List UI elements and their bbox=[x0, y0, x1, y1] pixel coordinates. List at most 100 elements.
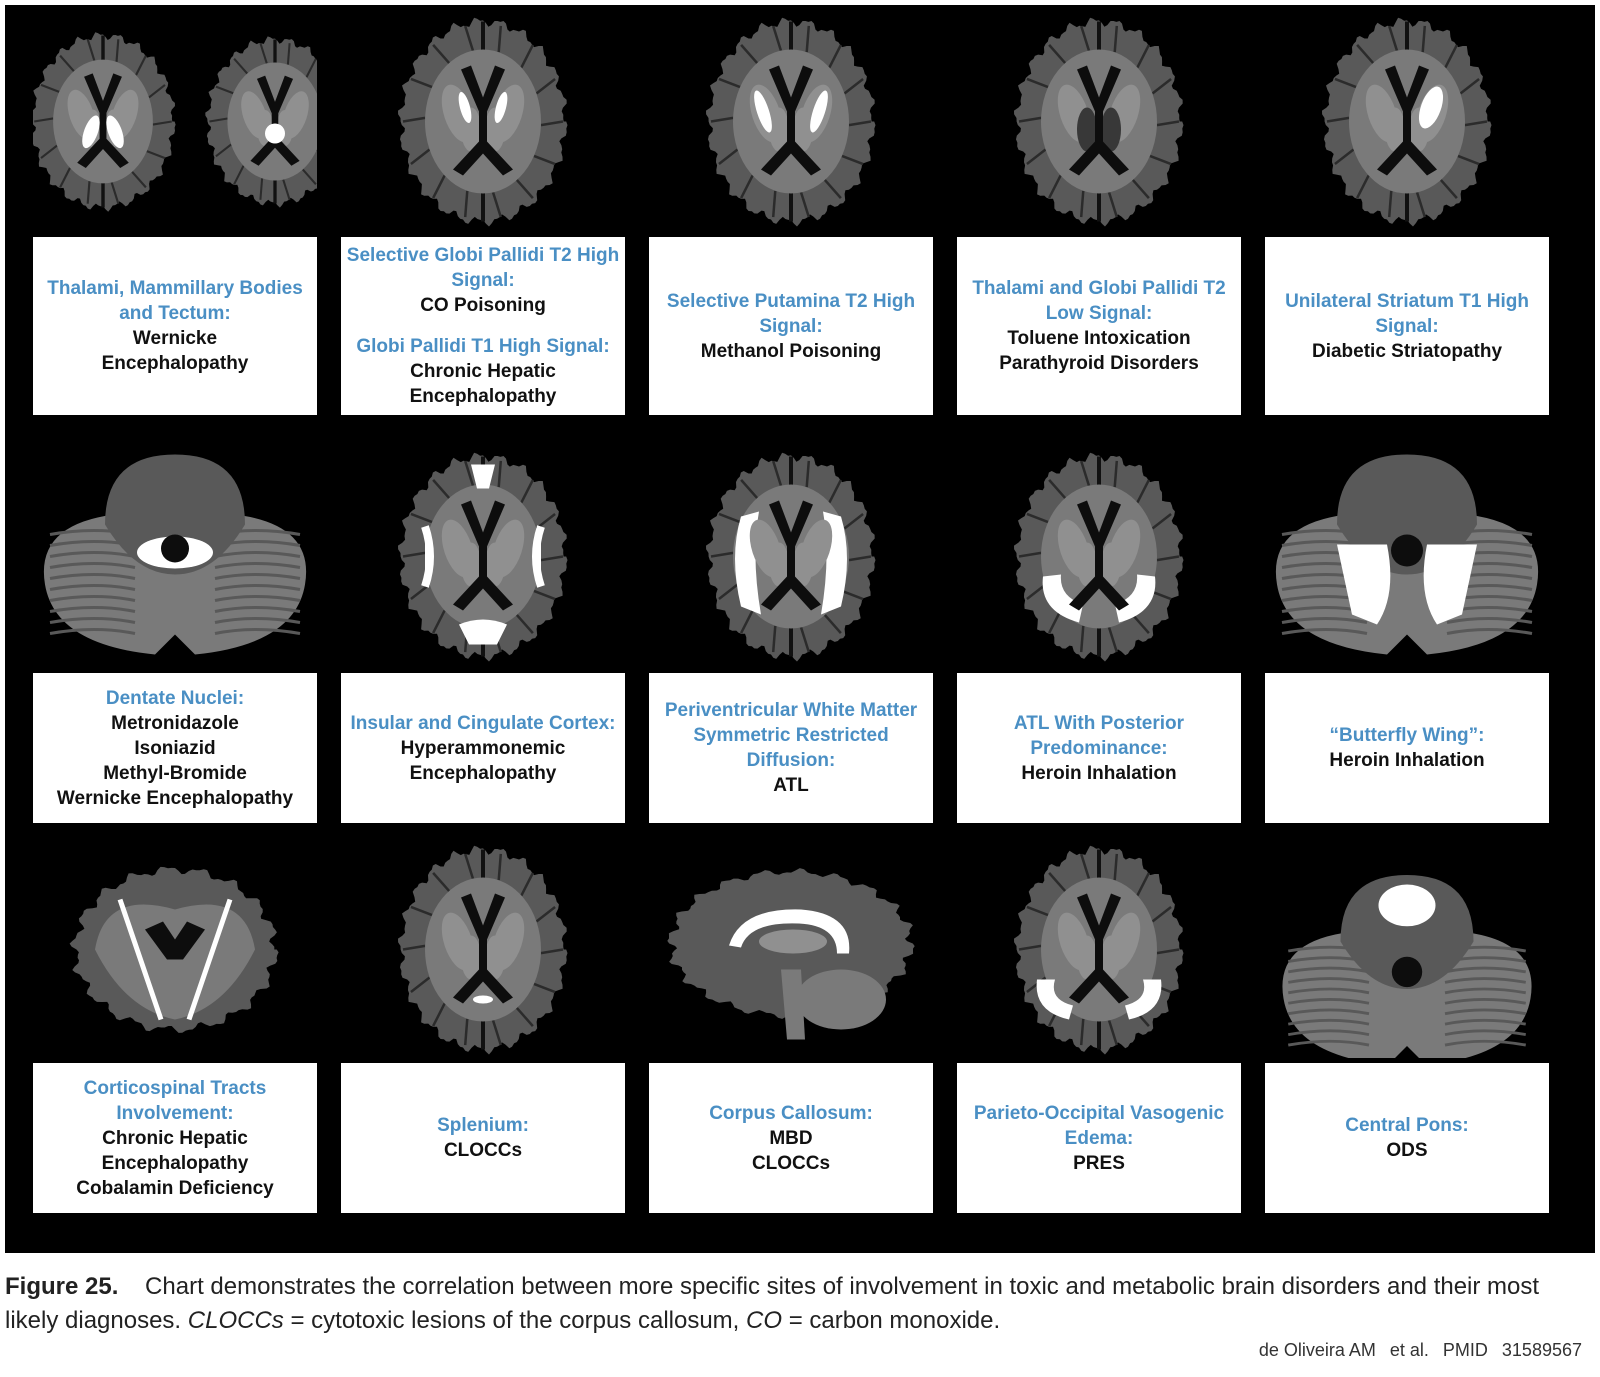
sulcus-line bbox=[1018, 944, 1042, 951]
involvement-site-label: Central Pons: bbox=[1345, 1115, 1469, 1136]
sulcus-line bbox=[152, 120, 172, 126]
striatal-lesion bbox=[1418, 86, 1444, 129]
folia-line bbox=[1288, 1029, 1370, 1037]
ventricle-shape bbox=[453, 893, 513, 1004]
butterfly-lesion bbox=[1337, 544, 1477, 625]
ventricle-shape bbox=[1069, 893, 1129, 1004]
fourth-ventricle bbox=[1391, 534, 1423, 567]
diagnosis-label-box: Unilateral Striatum T1 High Signal:Diabe… bbox=[1265, 237, 1549, 415]
corpus-callosum-lesion bbox=[729, 909, 850, 954]
diagnosis-text: Isoniazid bbox=[134, 737, 216, 759]
involvement-site-label: Dentate Nuclei: bbox=[105, 687, 245, 709]
folia-line bbox=[1444, 966, 1526, 974]
sulcus-line bbox=[432, 1002, 446, 1027]
axial-brain-slice bbox=[706, 17, 876, 227]
diagnosis-text: Methanol Poisoning bbox=[700, 340, 882, 362]
pons-shape bbox=[1340, 875, 1474, 989]
sulcus-line bbox=[410, 905, 433, 917]
diagnosis-text: Diabetic Striatopathy bbox=[1311, 340, 1503, 362]
folia-line bbox=[214, 551, 301, 558]
diagnosis-label-box: Central Pons:ODS bbox=[1265, 1063, 1549, 1213]
sulcus-line bbox=[410, 77, 433, 89]
sulcus-line bbox=[135, 55, 147, 76]
sulcus-line bbox=[432, 174, 446, 199]
sulcus-line bbox=[1048, 609, 1062, 634]
thalamus-right bbox=[485, 935, 505, 980]
thalamus-left bbox=[1077, 542, 1097, 587]
sulcus-line bbox=[491, 192, 502, 218]
sulcus-line bbox=[1079, 1018, 1085, 1046]
splenial-lesion bbox=[473, 995, 493, 1004]
sulcus-line bbox=[1113, 25, 1119, 53]
sulcus-line bbox=[1356, 174, 1370, 199]
diagram-panel: Selective Globi Pallidi T2 High Signal:C… bbox=[341, 5, 625, 1253]
insular-lesion bbox=[532, 525, 545, 588]
sulcus-line bbox=[464, 853, 475, 879]
brainstem-shape bbox=[781, 969, 805, 1040]
sulcus-line bbox=[1107, 1020, 1118, 1046]
sulcus-line bbox=[1080, 460, 1091, 486]
thalamus-right bbox=[793, 107, 813, 152]
sulcus-line bbox=[520, 44, 534, 69]
sulcus-line bbox=[740, 609, 754, 634]
sulcus-line bbox=[464, 460, 475, 486]
sulcus-line bbox=[740, 479, 759, 499]
sulcus-line bbox=[533, 589, 556, 601]
folia-line bbox=[1446, 628, 1533, 635]
sulcus-line bbox=[286, 43, 291, 65]
sulcus-line bbox=[771, 625, 777, 653]
white-matter-lesion bbox=[735, 511, 847, 615]
folia-line bbox=[49, 551, 136, 558]
diagnosis-label-box: “Butterfly Wing”:Heroin Inhalation bbox=[1265, 673, 1549, 823]
folia-line bbox=[49, 606, 136, 613]
folia-line bbox=[1444, 998, 1526, 1005]
diagnosis-text: Heroin Inhalation bbox=[1329, 750, 1485, 771]
folia-line bbox=[1288, 977, 1370, 984]
sulcus-line bbox=[86, 181, 91, 204]
diagnosis-text: Parathyroid Disorders bbox=[999, 353, 1199, 374]
folia-line bbox=[1288, 1039, 1370, 1047]
diagnosis-label-box: Thalami, Mammillary Bodies and Tectum:We… bbox=[33, 237, 317, 415]
sulcus-line bbox=[1136, 44, 1150, 69]
axial-brain-slice bbox=[1014, 17, 1184, 227]
sulcus-line bbox=[410, 512, 433, 524]
sulcus-line bbox=[848, 120, 872, 127]
sulcus-line bbox=[533, 154, 556, 166]
sulcus-line bbox=[1326, 116, 1350, 123]
folia-line bbox=[49, 617, 136, 624]
pallidal-lesion bbox=[494, 91, 508, 124]
brain-illustration bbox=[398, 845, 568, 1055]
sulcus-line bbox=[410, 148, 431, 166]
diagnosis-text: Methyl-Bromide bbox=[103, 762, 247, 784]
sulcus-line bbox=[1026, 583, 1047, 601]
sulcus-line bbox=[34, 117, 54, 123]
axial-brain-slice bbox=[398, 17, 568, 227]
sulcus-line bbox=[1107, 192, 1118, 218]
diagnosis-text: Wernicke Encephalopathy bbox=[56, 787, 294, 809]
folia-line bbox=[214, 628, 301, 635]
diagnosis-text: Chronic Hepatic bbox=[410, 361, 556, 382]
pons-shape bbox=[105, 454, 245, 575]
sulcus-line bbox=[1151, 77, 1172, 95]
involvement-site-label: Globi Pallidi T1 High Signal: bbox=[356, 336, 610, 357]
axial-brain-slice bbox=[706, 452, 876, 662]
sulcus-line bbox=[464, 25, 475, 51]
sulcus-line bbox=[841, 589, 864, 601]
folia-line bbox=[1444, 1018, 1526, 1026]
sulcus-line bbox=[432, 479, 451, 499]
diagram-panel: Corticospinal Tracts Involvement:Chronic… bbox=[33, 5, 317, 1253]
ventricle-shape bbox=[77, 73, 129, 168]
sulcus-line bbox=[432, 44, 451, 64]
axial-brain-slice-midbrain bbox=[205, 36, 317, 208]
involvement-site-label: Thalami, Mammillary Bodies and Tectum: bbox=[47, 278, 303, 324]
sulcus-line bbox=[520, 479, 534, 504]
pons-slice bbox=[1282, 875, 1532, 1058]
sulcus-line bbox=[718, 512, 741, 524]
involvement-site-label: Parieto-Occipital Vasogenic Edema: bbox=[973, 1102, 1225, 1149]
diagnosis-text: Cobalamin Deficiency bbox=[76, 1177, 274, 1199]
sulcus-line bbox=[533, 982, 556, 994]
white-matter-lesion bbox=[1036, 979, 1162, 1020]
sulcus-line bbox=[1151, 905, 1172, 923]
sulcus-line bbox=[40, 83, 60, 93]
diagram-panel: Selective Putamina T2 High Signal:Methan… bbox=[649, 5, 933, 1253]
